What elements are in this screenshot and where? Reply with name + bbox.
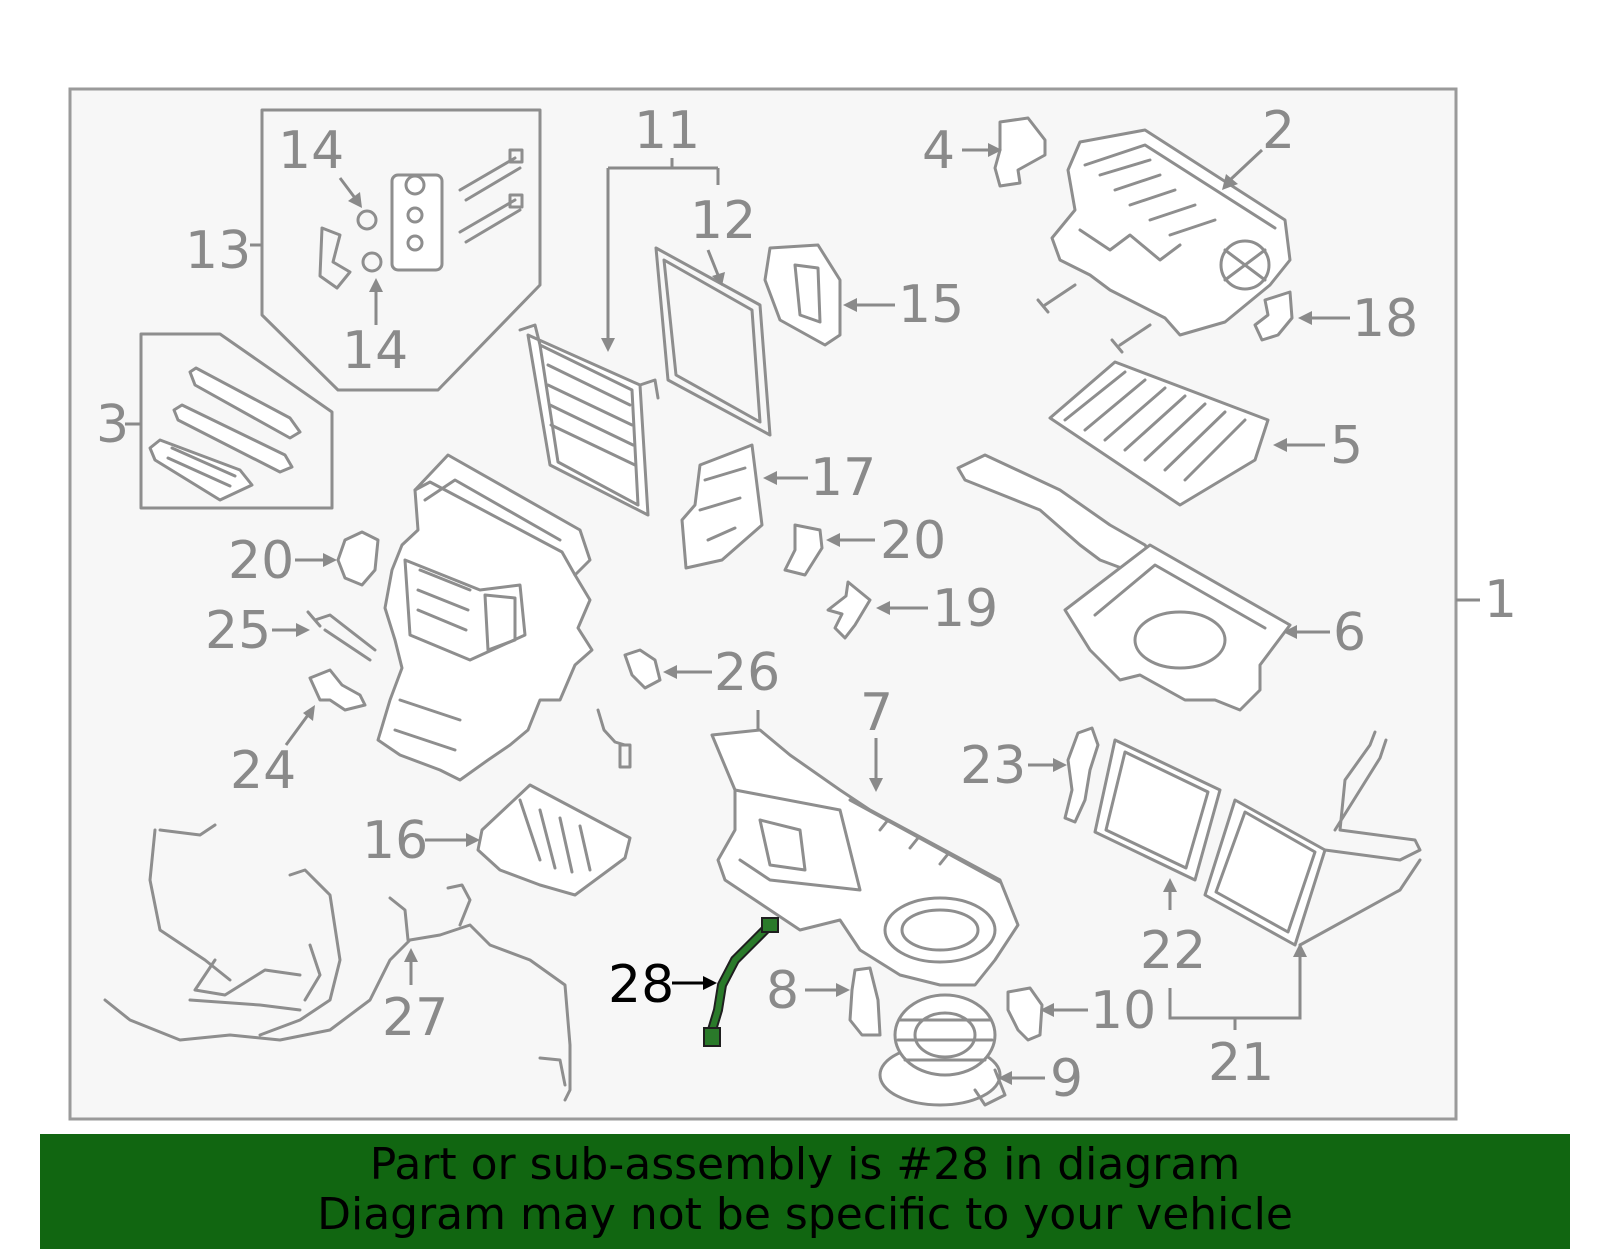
callout-11: 11 <box>634 101 700 161</box>
part-25 <box>306 610 377 662</box>
part-5-cover <box>1048 360 1270 507</box>
part-seal-frame <box>654 246 772 437</box>
callout-8: 8 <box>766 961 799 1021</box>
part-20b <box>783 523 824 577</box>
callout-21: 21 <box>1208 1033 1274 1093</box>
callout-4: 4 <box>922 121 955 181</box>
callout-26: 26 <box>714 643 780 703</box>
callout-20-right: 20 <box>880 511 946 571</box>
callout-9: 9 <box>1050 1049 1083 1109</box>
callout-10: 10 <box>1090 981 1156 1041</box>
part-24 <box>308 668 367 712</box>
callout-14-bottom: 14 <box>342 321 408 381</box>
part-20a <box>336 530 380 587</box>
callout-2: 2 <box>1262 101 1295 161</box>
callout-14-top: 14 <box>278 121 344 181</box>
part-22-core <box>1093 738 1222 882</box>
part-18 <box>1253 290 1294 342</box>
callout-24: 24 <box>230 741 296 801</box>
callout-5: 5 <box>1330 416 1363 476</box>
part-8 <box>848 966 882 1037</box>
leader-lines <box>125 143 1480 1085</box>
callout-7: 7 <box>860 683 893 743</box>
part-17 <box>680 443 764 570</box>
part-26 <box>623 648 662 690</box>
part-evaporator <box>518 323 660 517</box>
part-13-group-outline <box>260 108 542 392</box>
callout-25: 25 <box>205 601 271 661</box>
part-15 <box>763 243 842 347</box>
part-heater-housing <box>376 453 594 782</box>
callout-6: 6 <box>1333 603 1366 663</box>
callout-16: 16 <box>362 811 428 871</box>
callout-28-highlighted: 28 <box>608 955 674 1015</box>
part-28-highlighted <box>703 917 779 1047</box>
info-banner: Part or sub-assembly is #28 in diagram D… <box>40 1134 1570 1249</box>
callout-27: 27 <box>382 988 448 1048</box>
callout-15: 15 <box>898 275 964 335</box>
part-9-blower <box>878 993 1007 1107</box>
part-19 <box>826 580 872 640</box>
callout-22: 22 <box>1140 921 1206 981</box>
part-21-core <box>1203 730 1422 947</box>
part-6-case <box>956 453 1292 712</box>
part-10 <box>1006 986 1044 1042</box>
callout-19: 19 <box>932 579 998 639</box>
part-2-screw-a <box>1036 283 1077 314</box>
callout-18: 18 <box>1352 289 1418 349</box>
callout-23: 23 <box>960 736 1026 796</box>
banner-line-2: Diagram may not be specific to your vehi… <box>317 1189 1293 1240</box>
part-4 <box>993 116 1047 188</box>
callout-12: 12 <box>690 191 756 251</box>
callout-20-left: 20 <box>228 531 294 591</box>
callout-labels: 1 2 3 4 5 6 7 8 9 10 11 12 13 14 14 15 1… <box>96 101 1517 1109</box>
part-2-case <box>1050 128 1292 337</box>
part-expansion-valve <box>318 148 524 290</box>
callout-13: 13 <box>185 221 251 281</box>
part-7-case <box>710 728 1020 987</box>
callout-3: 3 <box>96 395 129 455</box>
banner-line-1: Part or sub-assembly is #28 in diagram <box>369 1139 1241 1190</box>
part-3-group-outline <box>139 332 334 510</box>
part-23 <box>1063 726 1100 824</box>
part-seals <box>148 366 302 502</box>
part-small-harness <box>596 708 632 769</box>
part-16 <box>476 783 632 897</box>
part-27-harness <box>103 823 572 1102</box>
callout-17: 17 <box>810 448 876 508</box>
part-2-screw-b <box>1110 323 1152 354</box>
callout-1: 1 <box>1484 570 1517 630</box>
